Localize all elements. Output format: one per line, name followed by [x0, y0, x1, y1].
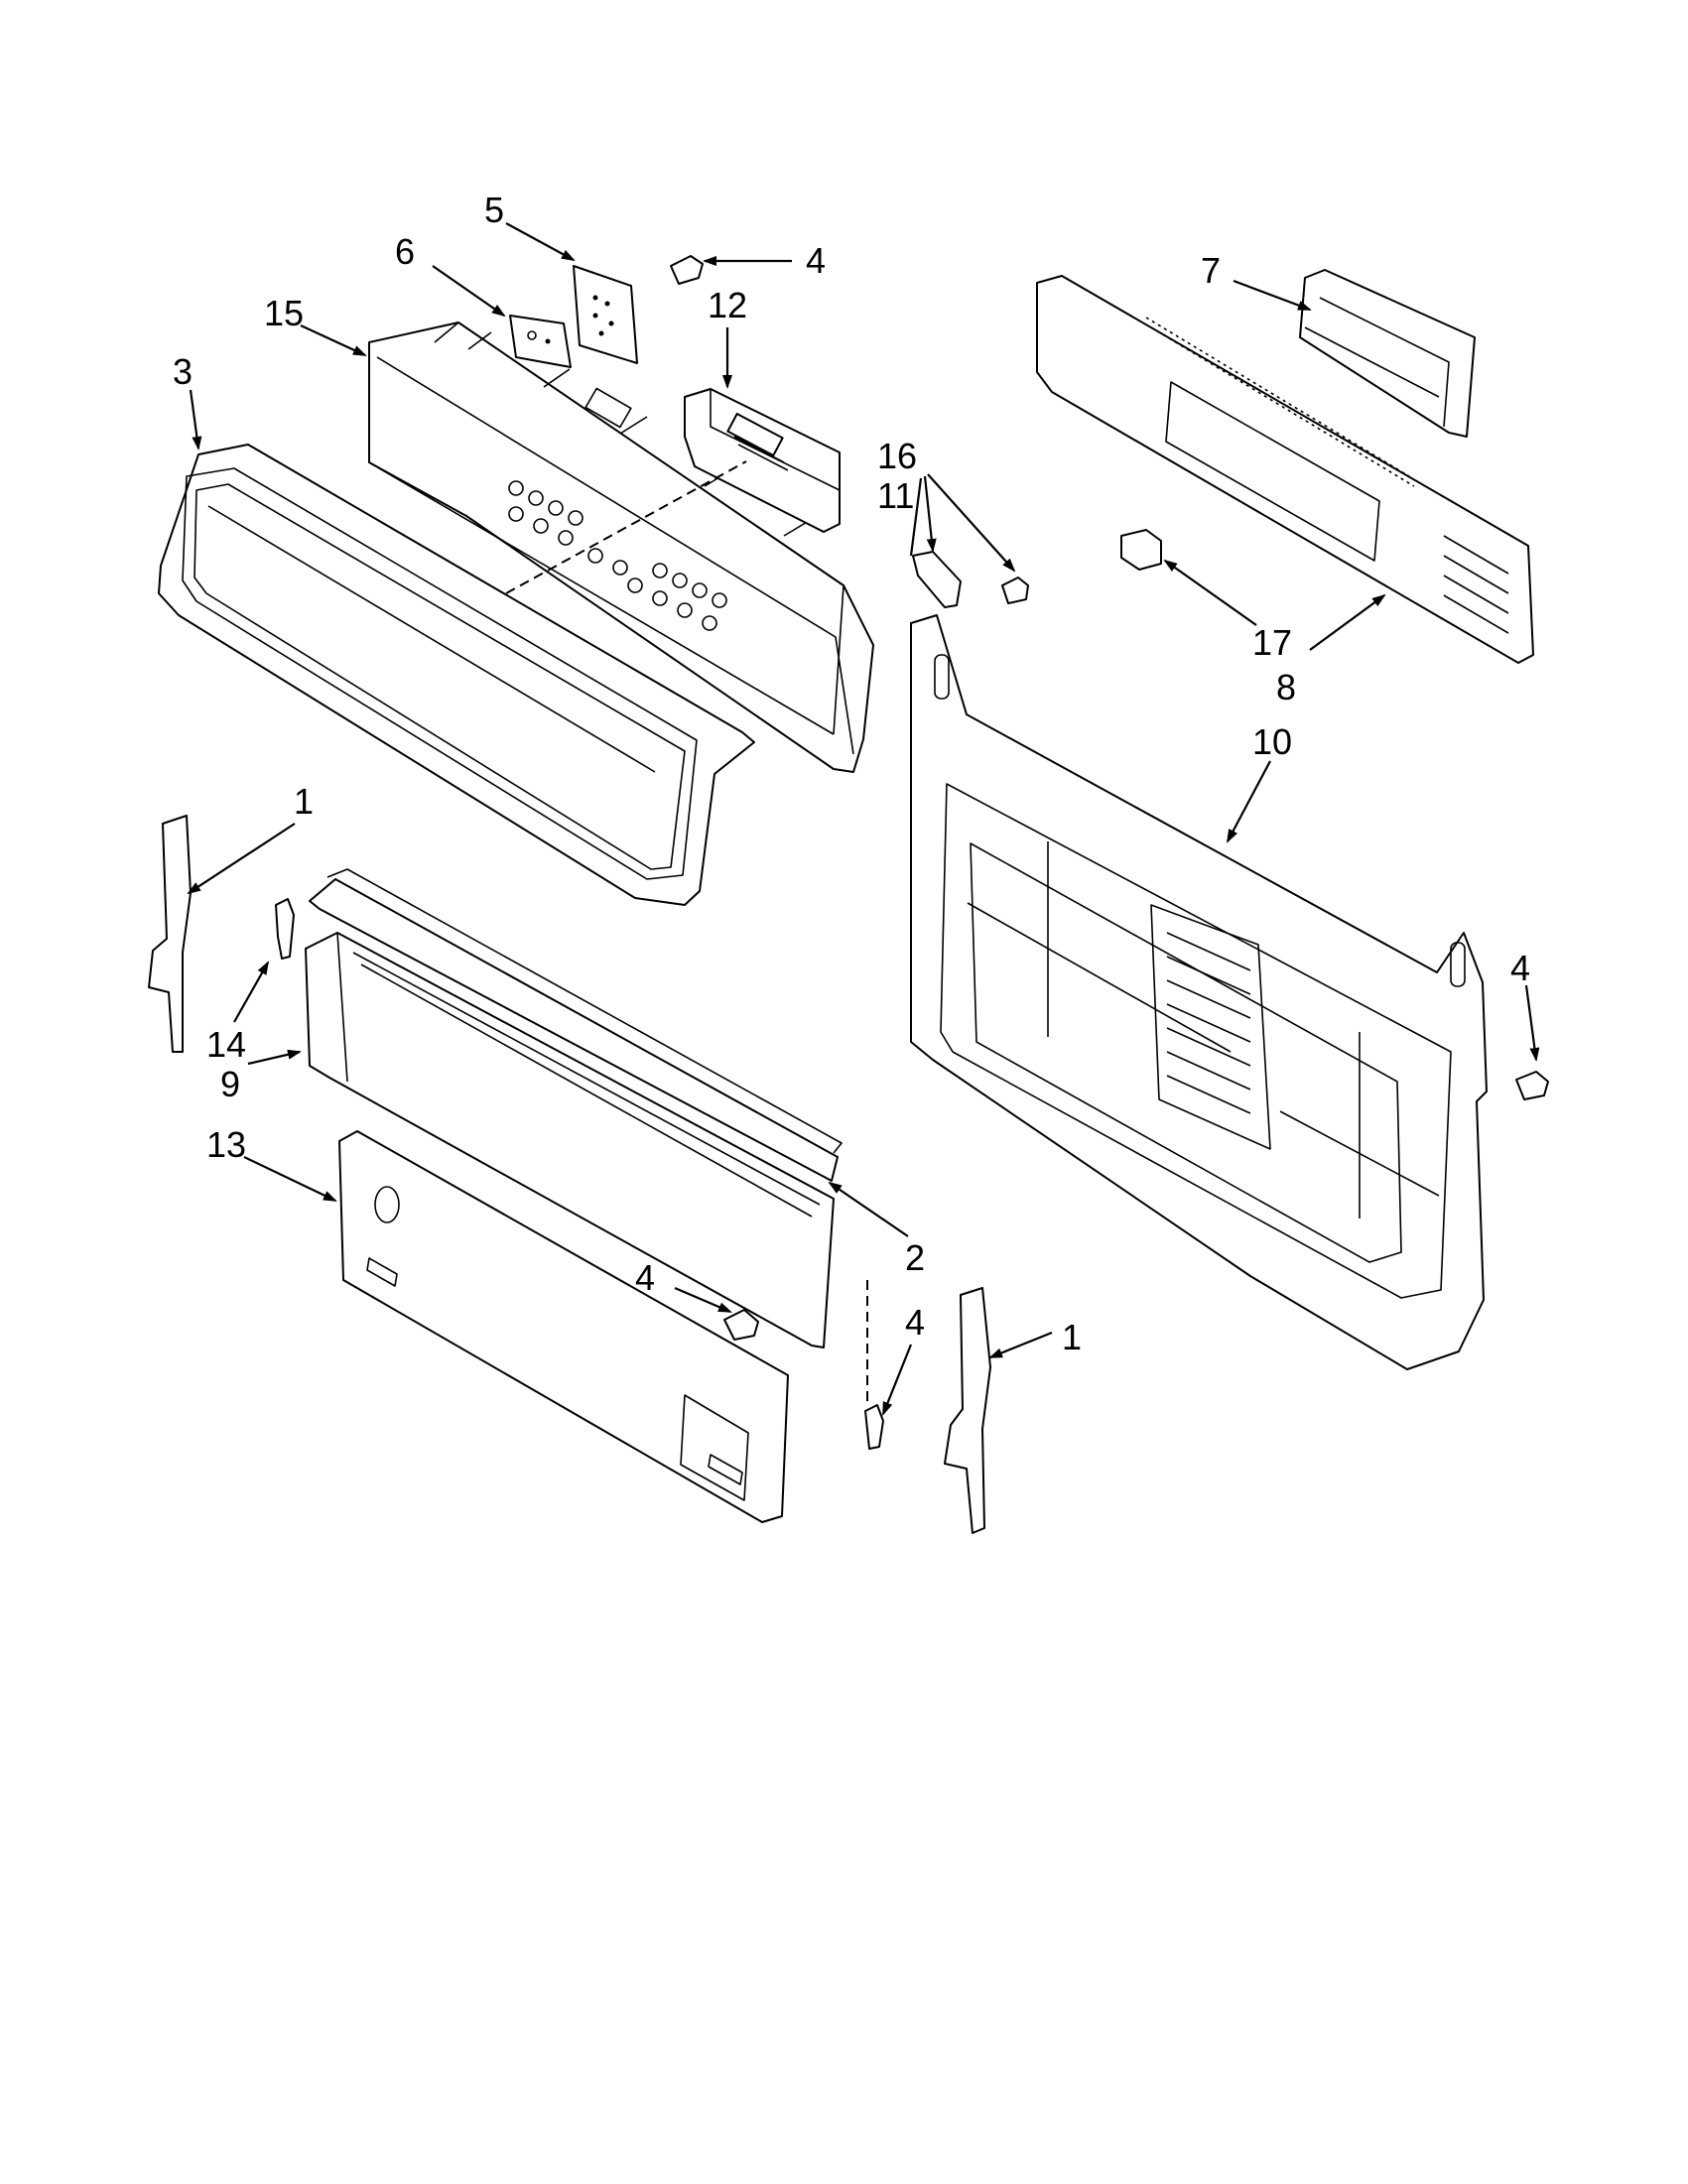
part-4-screw-right [1515, 1071, 1549, 1100]
callout-17: 17 [1252, 622, 1292, 663]
callout-2: 2 [905, 1237, 925, 1278]
callout-10: 10 [1252, 721, 1292, 762]
callout-15: 15 [264, 293, 304, 333]
part-3-console-trim [158, 444, 755, 906]
callout-4-right: 4 [1510, 948, 1530, 988]
part-1-side-bracket-left [148, 815, 192, 1053]
part-6-board [509, 315, 572, 368]
callout-11: 11 [877, 475, 914, 516]
callout-13: 13 [206, 1124, 246, 1165]
part-11-clip [912, 551, 962, 608]
part-13-access-panel [338, 1130, 789, 1523]
alignment-lines [505, 460, 868, 1407]
callout-8: 8 [1276, 667, 1296, 707]
part-12-electronic-control [684, 388, 841, 533]
callout-1-left: 1 [294, 781, 314, 822]
callout-9: 9 [220, 1064, 240, 1104]
part-1-side-bracket-right [944, 1287, 991, 1534]
part-8-rear-vent-panel [1036, 275, 1534, 664]
part-7-bracket [1299, 269, 1476, 438]
callout-labels: 5 4 6 12 15 3 7 16 11 17 8 10 1 14 9 13 … [173, 190, 1530, 1357]
callout-4-top: 4 [806, 240, 826, 281]
callout-1-right: 1 [1062, 1317, 1082, 1357]
callout-4-mid: 4 [635, 1257, 655, 1298]
callout-3: 3 [173, 351, 193, 392]
callout-4-bottom: 4 [905, 1302, 925, 1343]
part-2-rail [326, 868, 843, 1154]
part-9-lower-trim [305, 878, 839, 1349]
callout-7: 7 [1201, 250, 1221, 291]
part-15-control-panel [368, 321, 874, 773]
part-14-screw [275, 898, 295, 960]
part-5-board [573, 265, 638, 364]
part-4-screw-top [670, 255, 704, 285]
callout-16: 16 [877, 436, 917, 476]
leader-lines [187, 222, 1540, 1416]
callout-5: 5 [484, 190, 504, 230]
callout-12: 12 [708, 285, 747, 325]
part-10-back-panel [910, 614, 1488, 1370]
callout-14: 14 [206, 1024, 246, 1065]
part-17-connector [1120, 529, 1162, 571]
part-4-screw-mid [723, 1309, 759, 1341]
part-4-screw-bottom [864, 1404, 884, 1450]
callout-6: 6 [395, 231, 415, 272]
part-16-screw [1001, 577, 1029, 604]
